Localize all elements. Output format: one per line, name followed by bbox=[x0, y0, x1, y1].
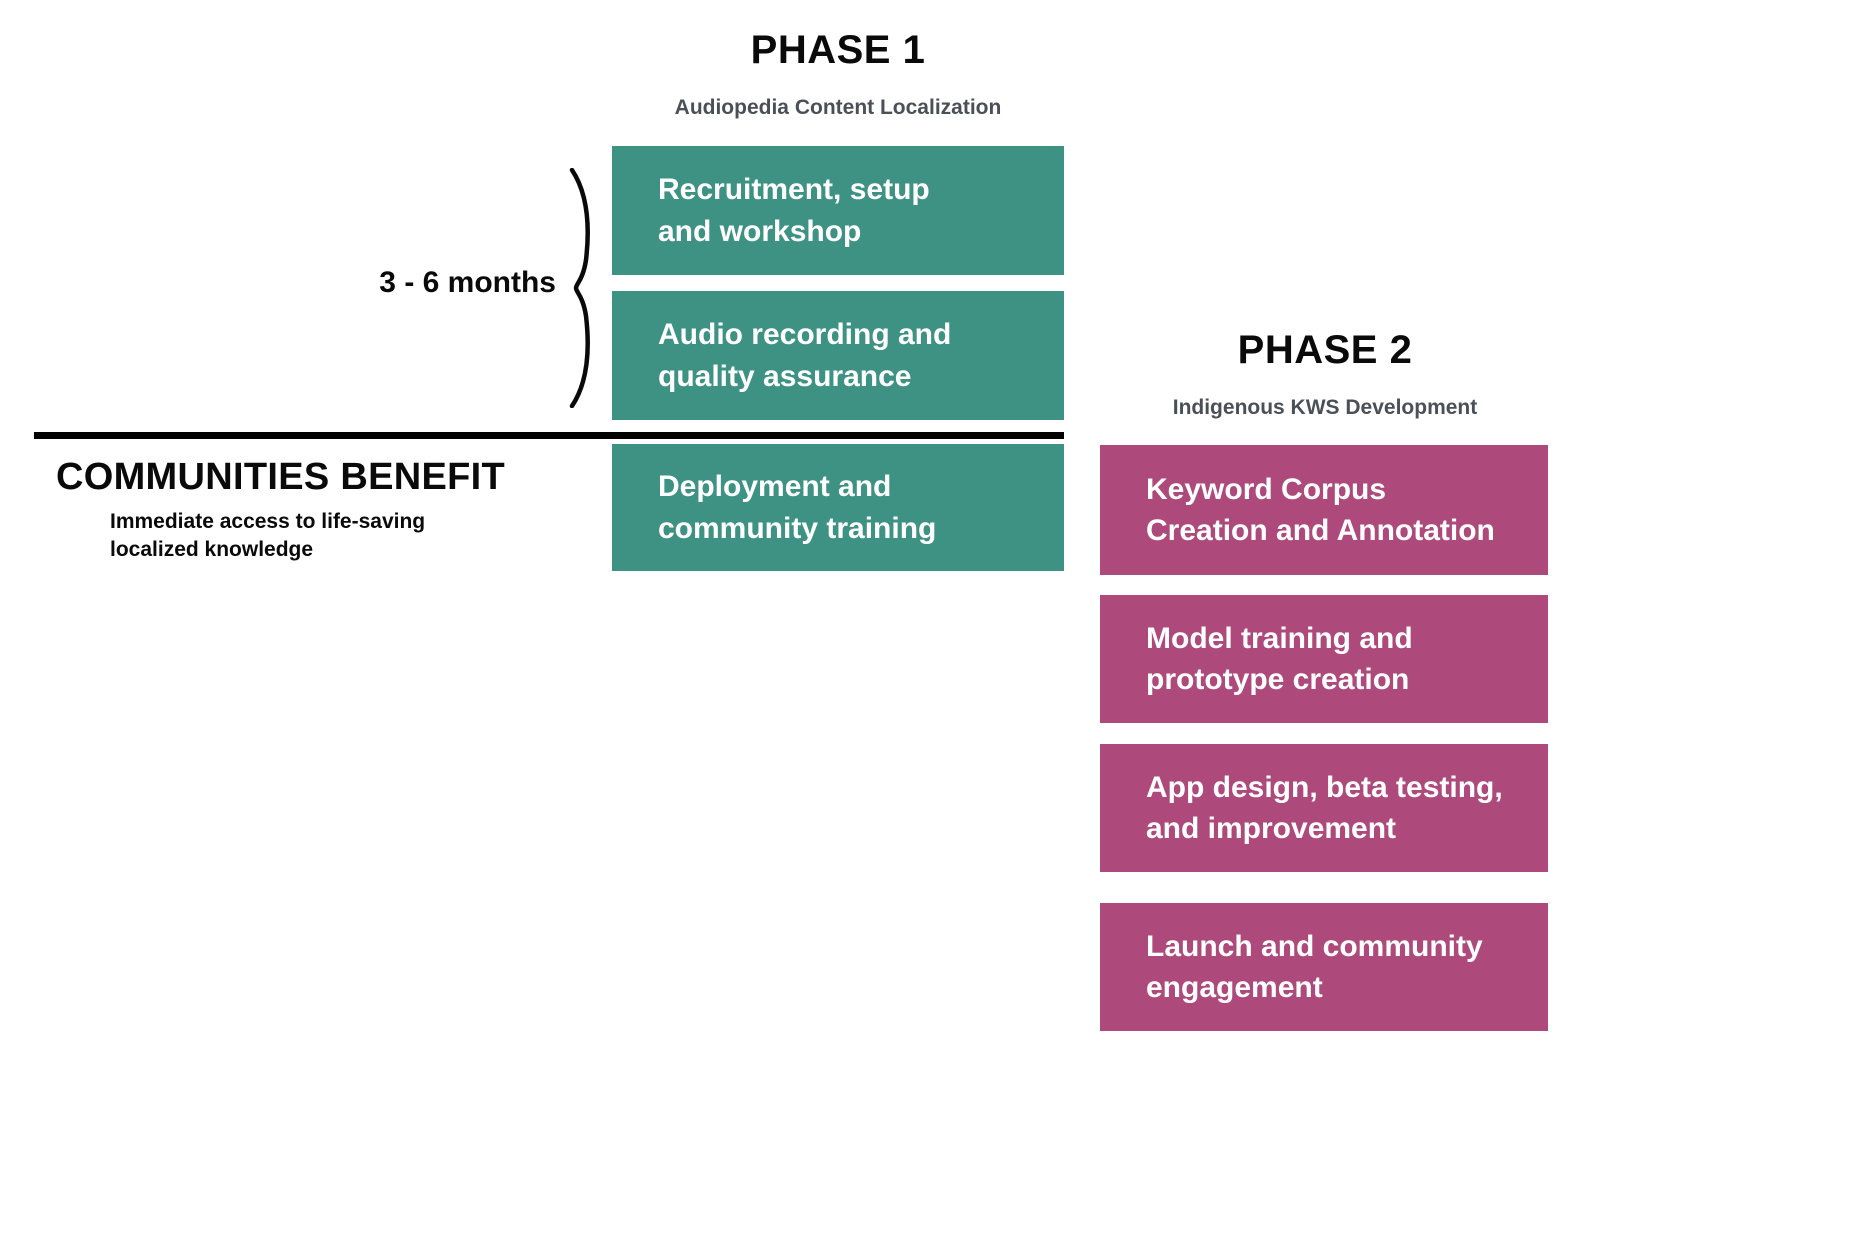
phase-1-step-3-label: Deployment and community training bbox=[658, 470, 937, 545]
phase-1-step-1-label: Recruitment, setup and workshop bbox=[658, 173, 930, 248]
phase-1-step-2[interactable]: Audio recording and quality assurance bbox=[612, 291, 1064, 420]
phase-2-step-2[interactable]: Model training and prototype creation bbox=[1100, 595, 1548, 723]
phase-1-step-1[interactable]: Recruitment, setup and workshop bbox=[612, 146, 1064, 275]
phase-1-title: PHASE 1 bbox=[750, 28, 926, 72]
phase-2-step-1-label: Keyword Corpus Creation and Annotation bbox=[1146, 472, 1495, 547]
phase-2-step-2-label: Model training and prototype creation bbox=[1146, 621, 1413, 696]
communities-benefit-description: Immediate access to life-saving localize… bbox=[110, 510, 426, 561]
phase-1-step-3[interactable]: Deployment and community training bbox=[612, 444, 1064, 571]
phase-2-step-4-label: Launch and community engagement bbox=[1146, 929, 1483, 1004]
section-divider-rule bbox=[34, 432, 1064, 439]
curly-brace-icon bbox=[566, 168, 606, 408]
phase-2-step-1[interactable]: Keyword Corpus Creation and Annotation bbox=[1100, 445, 1548, 575]
phase-2-step-3[interactable]: App design, beta testing, and improvemen… bbox=[1100, 744, 1548, 872]
phase-1-step-2-label: Audio recording and quality assurance bbox=[658, 318, 952, 393]
phase-2-title: PHASE 2 bbox=[1237, 328, 1413, 372]
phase-1-duration-label: 3 - 6 months bbox=[379, 266, 556, 299]
communities-benefit-title: COMMUNITIES BENEFIT bbox=[56, 456, 506, 498]
phase-2-step-3-label: App design, beta testing, and improvemen… bbox=[1146, 770, 1503, 845]
phase-2-subtitle: Indigenous KWS Development bbox=[1172, 396, 1478, 419]
phase-2-step-4[interactable]: Launch and community engagement bbox=[1100, 903, 1548, 1031]
phase-1-subtitle: Audiopedia Content Localization bbox=[674, 96, 1002, 119]
